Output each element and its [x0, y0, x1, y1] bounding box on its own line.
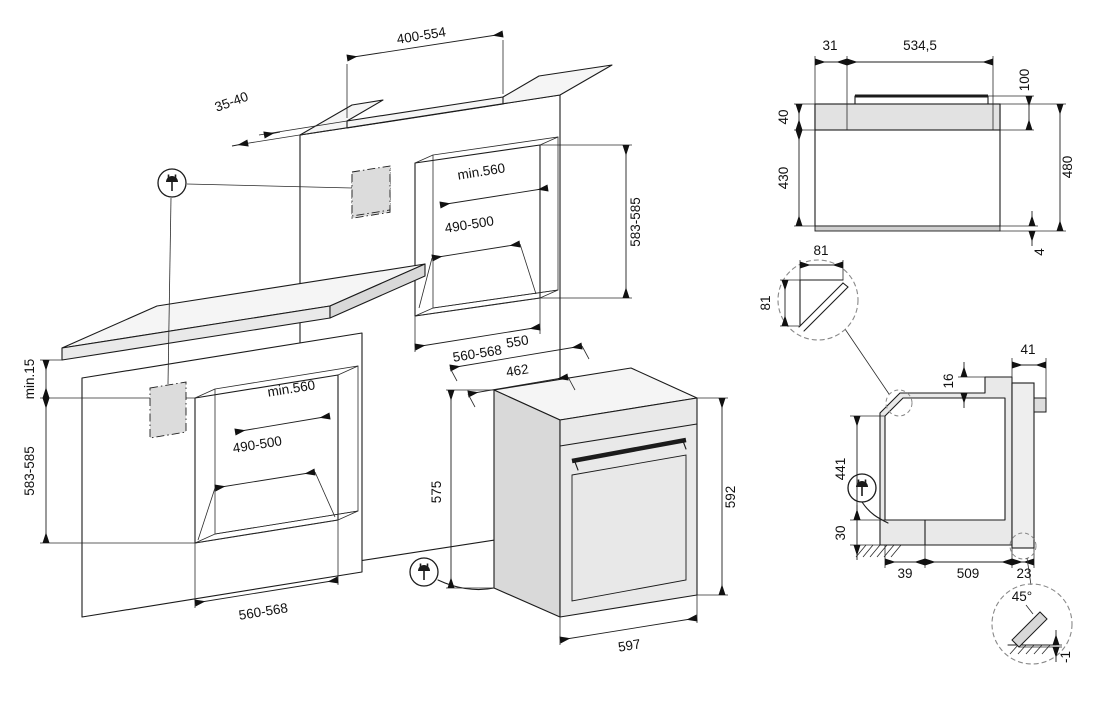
dim-base-niche-height: 583-585	[22, 446, 37, 496]
oven-isometric	[409, 367, 698, 618]
dim-column-niche-height: 583-585	[628, 197, 643, 247]
power-cable	[437, 579, 495, 591]
detail-floor-hatch	[1009, 644, 1051, 655]
dim-top-body-depth: 430	[776, 167, 791, 190]
side-section-dimensions: 16 41 441 30 39 509 23	[833, 342, 1047, 581]
dim-base-niche-width: 560-568	[238, 600, 289, 623]
top-view-rear-lip	[814, 225, 1001, 232]
dim-oven-height-front: 592	[723, 486, 738, 509]
base-cable-zone-patch	[149, 381, 187, 439]
top-view-door-band	[814, 103, 1001, 131]
oven-dimensions: 550 462 575 592 597	[429, 332, 738, 654]
dim-base-inner-depth: min.560	[266, 377, 316, 399]
section-handle	[1033, 397, 1047, 413]
dim-side-door-thickness: 23	[1016, 566, 1031, 581]
dim-top-handle-depth: 100	[1017, 69, 1032, 92]
dim-corner-width: 81	[813, 243, 828, 258]
power-plug-icon	[157, 168, 187, 198]
dim-door-angle: 45°	[1012, 589, 1032, 604]
top-view-dimensions: 31 534,5 100 40 430 480 4	[776, 38, 1075, 256]
power-plug-icon	[409, 557, 439, 587]
dim-oven-depth-body: 462	[505, 361, 530, 379]
dim-vent-depth: 35-40	[213, 89, 251, 115]
dim-side-plinth: 30	[833, 525, 848, 540]
dim-oven-height-back: 575	[429, 481, 444, 504]
dim-top-front-width: 534,5	[903, 38, 937, 53]
dim-column-inner-depth: min.560	[456, 160, 506, 182]
dim-corner-height: 81	[758, 295, 773, 310]
top-view	[814, 94, 1001, 232]
door-edge-45	[1011, 611, 1048, 648]
section-door	[1011, 382, 1035, 549]
column-cable-zone-patch2	[351, 165, 391, 217]
dim-top-side-offset: 31	[822, 38, 837, 53]
corner-detail-callout: 81 81	[758, 243, 913, 417]
section-cable	[861, 501, 889, 524]
dim-top-total-depth: 480	[1060, 156, 1075, 179]
dim-base-top-clearance: min.15	[22, 359, 37, 400]
dim-top-door-depth: 40	[776, 109, 791, 124]
dim-oven-width: 597	[617, 636, 642, 654]
dim-top-rear-gap: 4	[1032, 248, 1047, 256]
power-connection-callout	[149, 165, 391, 439]
dim-side-top-gap: 16	[941, 373, 956, 388]
dim-side-back-height: 441	[833, 458, 848, 481]
door-detail-callout: 45° -1	[991, 532, 1073, 665]
dim-side-depth: 509	[957, 566, 980, 581]
dim-floor-offset: -1	[1058, 651, 1073, 663]
dim-side-door-gap: 41	[1020, 342, 1035, 357]
power-plug-icon	[847, 473, 877, 503]
dim-side-front-gap: 39	[897, 566, 912, 581]
side-section	[847, 376, 1047, 558]
dim-oven-depth-total: 550	[505, 332, 530, 350]
oven-handle	[571, 437, 687, 464]
floor-hatch	[855, 544, 902, 558]
